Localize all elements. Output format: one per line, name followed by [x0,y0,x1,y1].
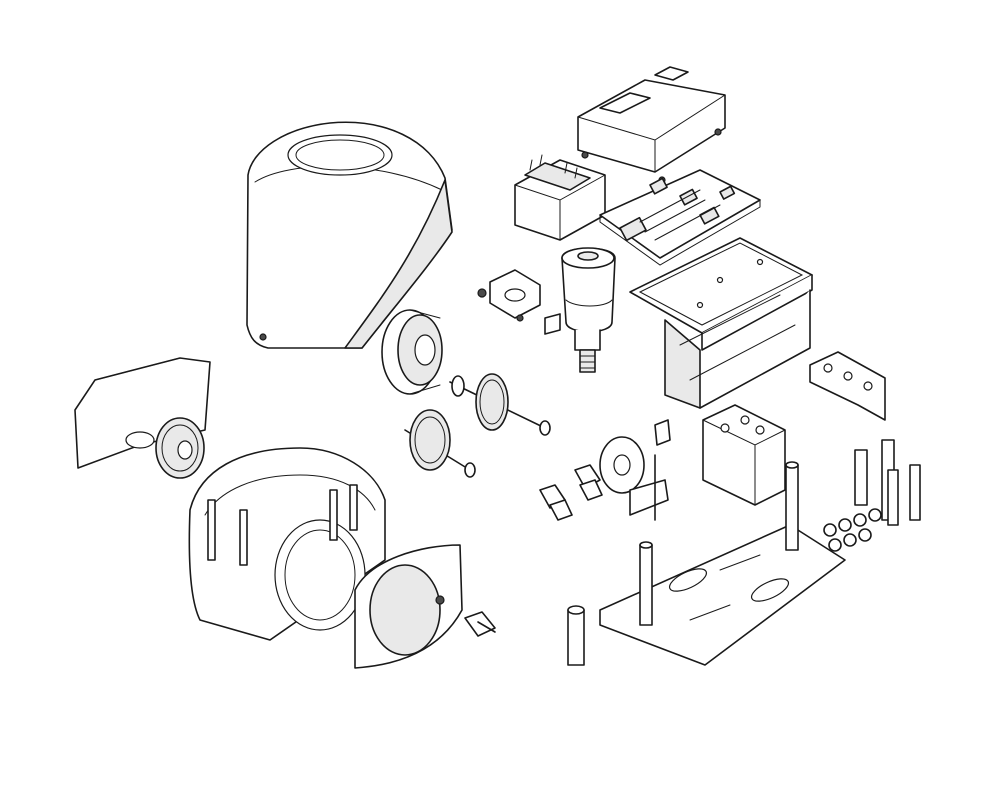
release-door [354,544,463,669]
cam-tabs [539,464,603,521]
release-key [464,611,496,637]
mounting-plate [599,524,846,666]
control-box-lid [577,66,726,184]
transformer [514,154,606,241]
output-gear-shaft [404,409,476,478]
motor-flange [477,269,561,335]
nuts-washers [823,508,882,552]
spacer-block [702,404,786,506]
gearbox-housing [188,447,386,641]
drive-gear-shaft [449,373,551,436]
anchor-bolts [639,461,799,626]
spacer-post [567,605,585,666]
cover [246,121,453,349]
small-bracket [809,351,886,421]
board-bracket [629,237,813,409]
threaded-rods [854,439,921,526]
gear-case-lid [381,309,443,395]
limit-switch [599,419,671,521]
control-board [599,169,761,266]
pinion-gear [155,417,205,479]
motor [561,247,616,373]
